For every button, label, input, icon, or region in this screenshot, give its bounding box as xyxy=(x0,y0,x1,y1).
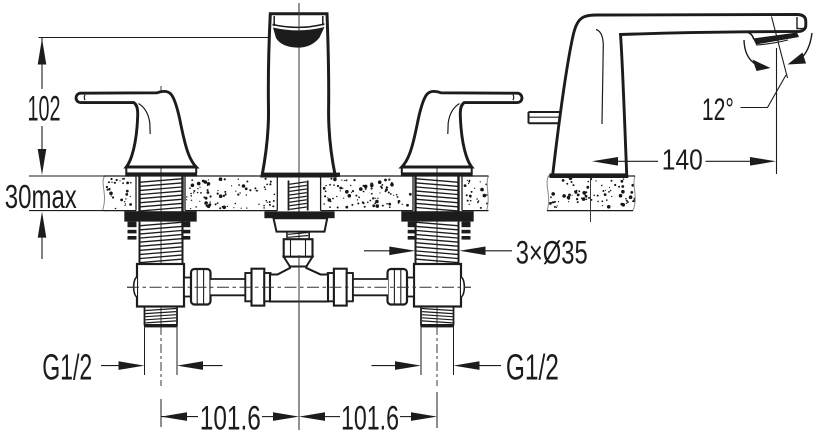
svg-text:G1/2: G1/2 xyxy=(506,346,559,387)
svg-text:G1/2: G1/2 xyxy=(42,346,92,387)
svg-text:101.6: 101.6 xyxy=(200,400,261,436)
svg-text:102: 102 xyxy=(28,89,61,129)
svg-text:101.6: 101.6 xyxy=(341,400,399,436)
svg-text:12°: 12° xyxy=(702,91,734,127)
svg-text:3×Ø35: 3×Ø35 xyxy=(516,233,588,270)
svg-text:140: 140 xyxy=(662,143,703,175)
svg-text:30max: 30max xyxy=(5,178,77,215)
